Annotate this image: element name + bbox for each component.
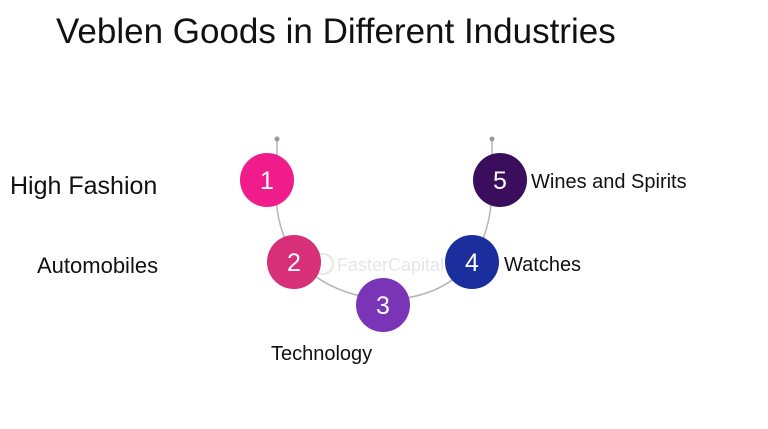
node-2: 2 <box>267 235 321 289</box>
node-2-label: Automobiles <box>37 253 159 278</box>
node-5-label: Wines and Spirits <box>531 171 687 193</box>
curve-end-dot-left <box>274 136 280 142</box>
node-2-number: 2 <box>287 249 301 277</box>
node-5-number: 5 <box>493 167 507 195</box>
node-4: 4 <box>445 235 499 289</box>
node-3-label: Technology <box>271 343 373 365</box>
curve-end-dot-right <box>489 136 495 142</box>
node-5: 5 <box>473 153 527 207</box>
node-3: 3 <box>356 278 410 332</box>
node-1-label: High Fashion <box>10 172 158 200</box>
node-1-number: 1 <box>260 167 274 195</box>
node-3-number: 3 <box>376 292 390 320</box>
node-4-number: 4 <box>465 249 479 277</box>
watermark-logo: FasterCapital <box>312 253 444 275</box>
watermark-text: FasterCapital <box>337 255 444 275</box>
node-1: 1 <box>240 153 294 207</box>
page-title: Veblen Goods in Different Industries <box>56 12 616 51</box>
node-4-label: Watches <box>504 254 582 276</box>
